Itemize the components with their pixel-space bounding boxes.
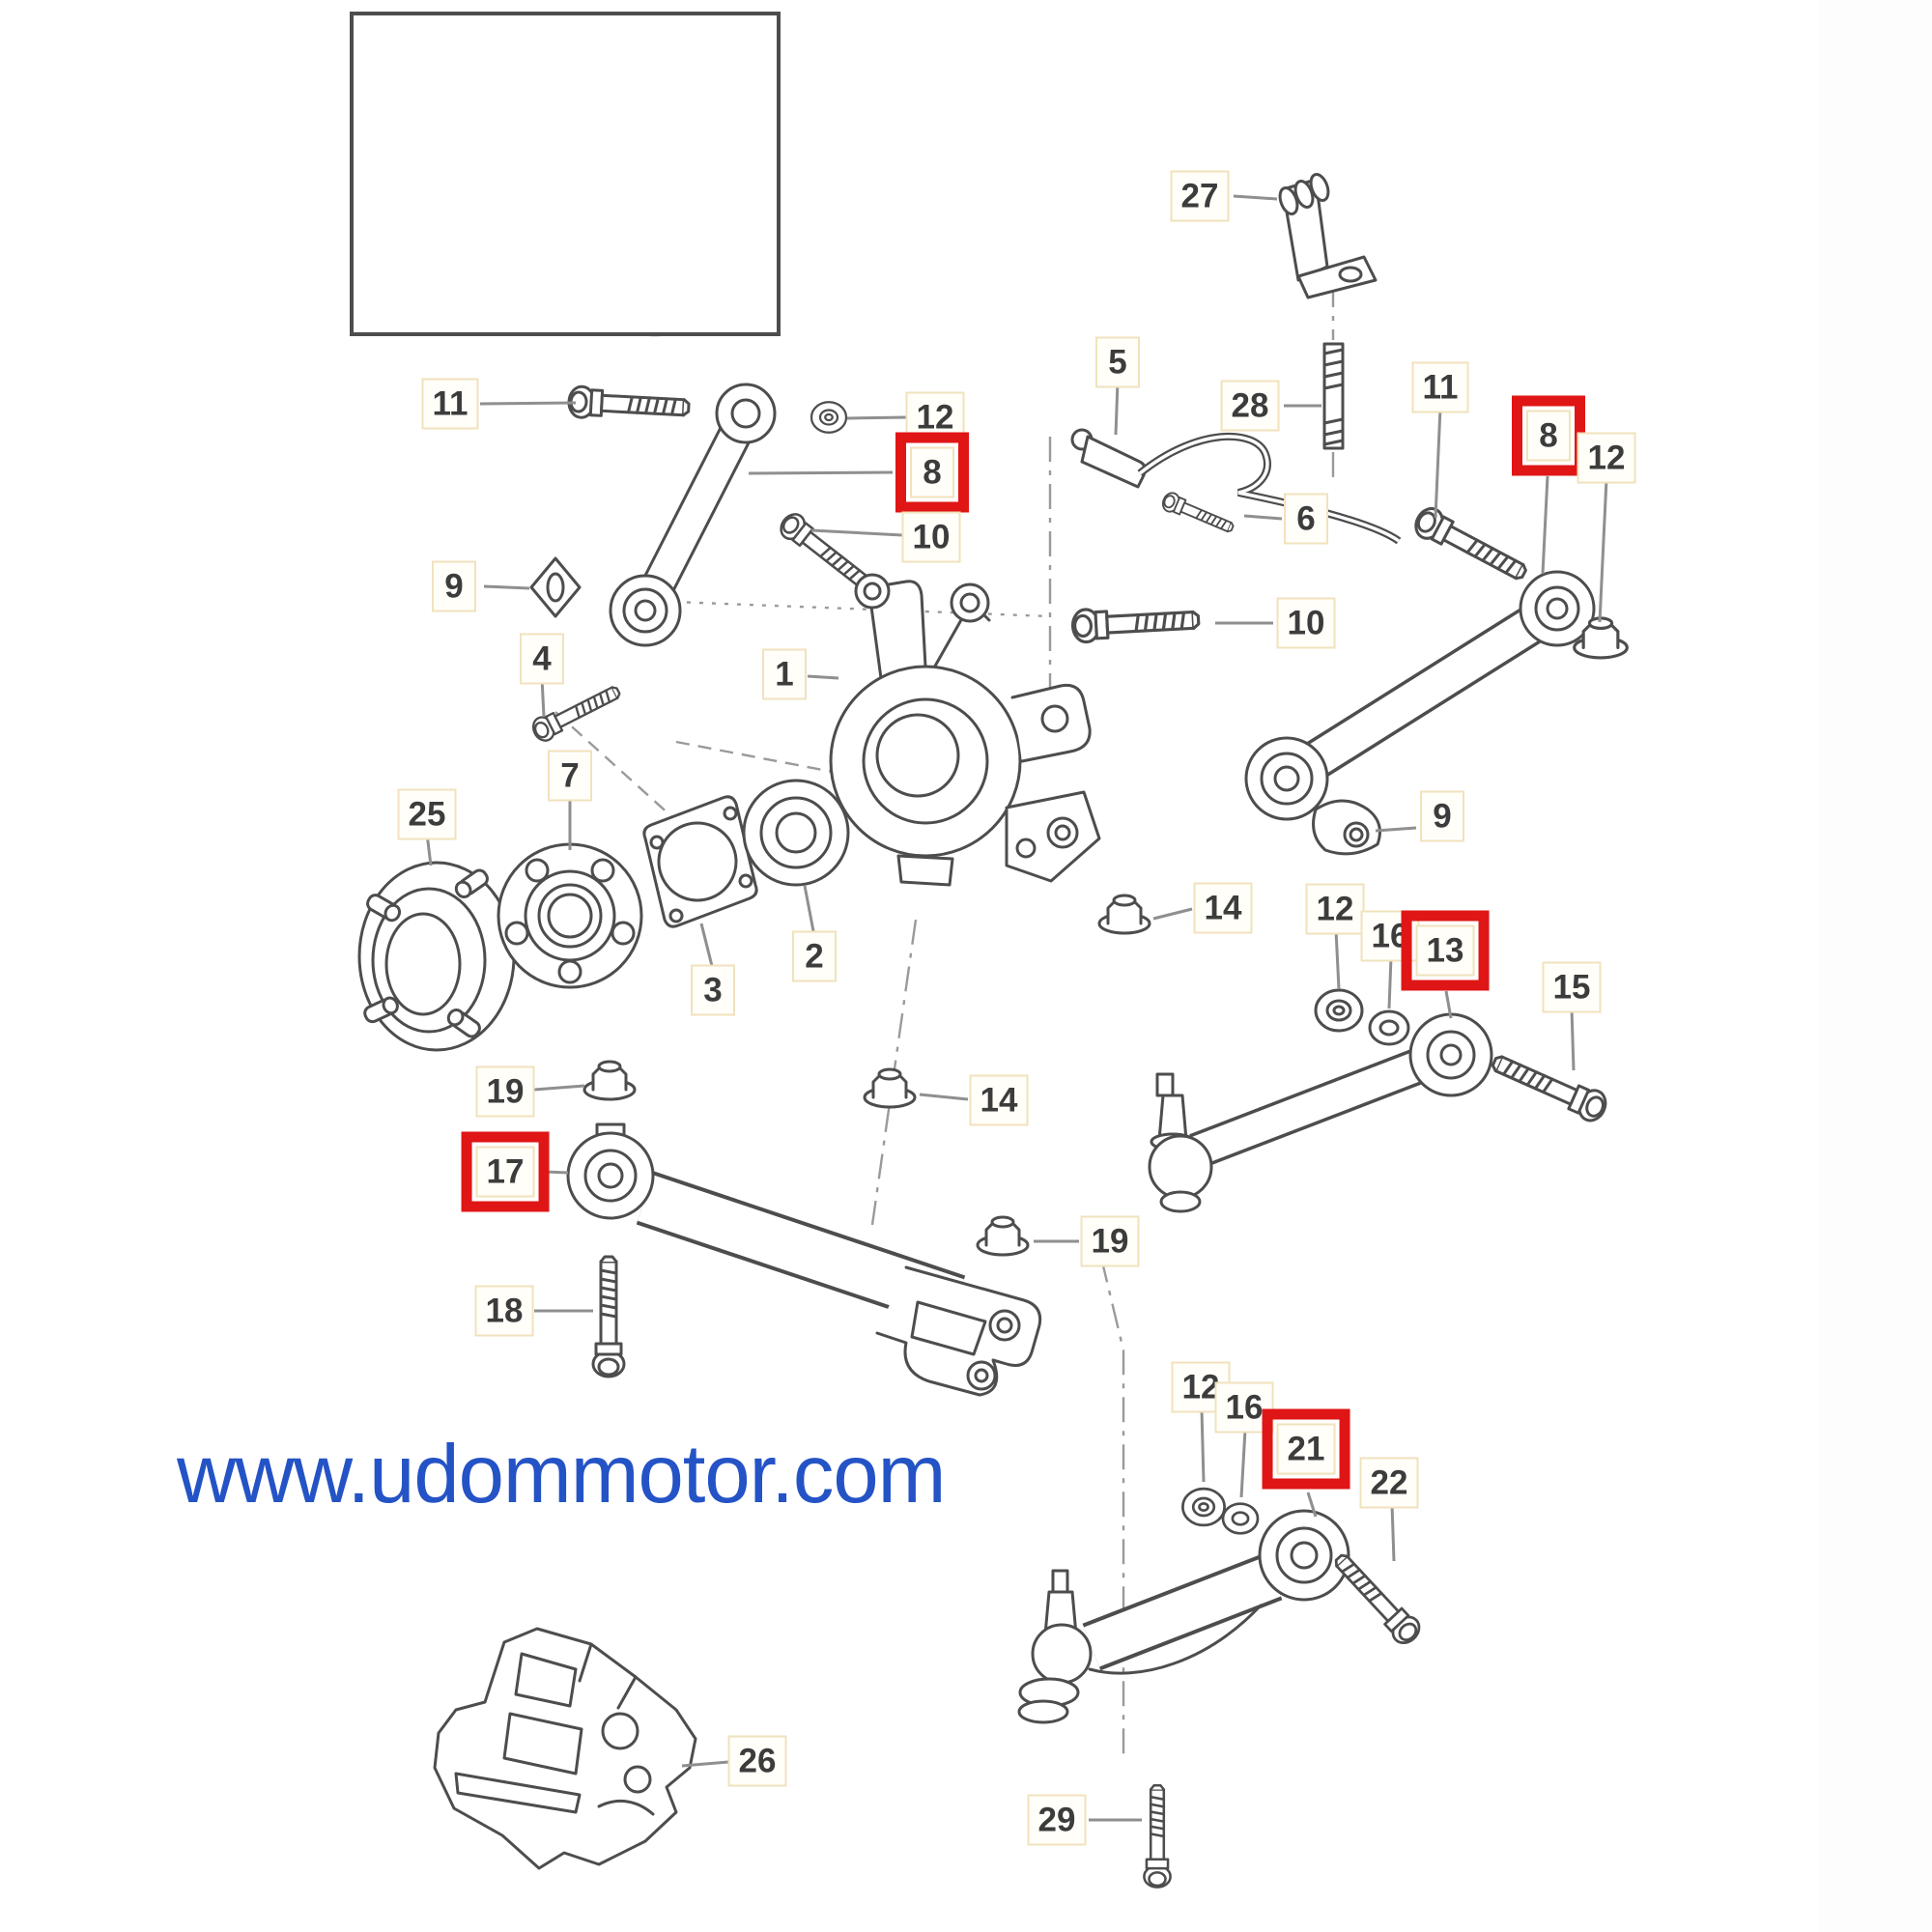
nut-12-mid xyxy=(1314,988,1364,1033)
track-rod-13 xyxy=(1148,1012,1493,1213)
leader-line xyxy=(1598,478,1608,623)
leader-line xyxy=(1434,407,1442,519)
nut-19-left xyxy=(582,1060,637,1101)
knuckle-1 xyxy=(829,573,1101,887)
bolt-10-right xyxy=(1070,602,1202,644)
construction-lines xyxy=(554,282,1335,1756)
leader-line xyxy=(1243,514,1283,521)
spacer-25 xyxy=(357,861,516,1052)
leader-lines xyxy=(425,194,1608,1822)
leader-line xyxy=(1152,907,1193,921)
leader-line xyxy=(425,833,433,867)
washer-16-bottom xyxy=(1221,1502,1260,1535)
bolt-11-left xyxy=(566,384,692,425)
bolt-22 xyxy=(1326,1547,1426,1650)
bearing-2 xyxy=(742,779,850,887)
leader-line xyxy=(1387,956,1393,1009)
leader-line xyxy=(1375,826,1417,833)
page-margin-band xyxy=(1819,0,1932,1932)
bracket-26 xyxy=(433,1627,697,1870)
bracket-27 xyxy=(1278,173,1378,299)
leader-line xyxy=(1233,194,1278,201)
watermark-text: www.udommotor.com xyxy=(177,1429,946,1520)
leader-line xyxy=(1444,990,1453,1019)
bolt-29 xyxy=(1143,1783,1172,1889)
leader-line xyxy=(1334,929,1341,990)
bolt-18 xyxy=(591,1255,626,1378)
cap-12-left xyxy=(810,401,848,434)
lower-arm-21 xyxy=(1017,1509,1350,1724)
leader-line xyxy=(479,401,577,406)
nut-14-right xyxy=(1097,894,1151,935)
upper-link-left xyxy=(609,383,777,647)
nut-14-center xyxy=(863,1067,917,1109)
hub-7 xyxy=(497,842,643,989)
nut-19-right xyxy=(976,1215,1030,1257)
leader-line xyxy=(540,677,546,718)
leader-line xyxy=(544,1170,569,1175)
stud-28 xyxy=(1322,342,1345,450)
leader-line xyxy=(807,674,839,680)
leader-line xyxy=(1239,1429,1247,1498)
leader-line xyxy=(483,584,530,590)
leader-line xyxy=(919,1093,969,1101)
upper-link-right xyxy=(1244,570,1596,821)
bushing-9-right xyxy=(1312,799,1381,856)
leader-line xyxy=(1570,1008,1576,1071)
leader-line xyxy=(1200,1408,1206,1483)
leader-line xyxy=(803,885,816,937)
leader-line xyxy=(810,528,903,537)
vehicle-thumbnail-frame xyxy=(350,12,781,336)
leader-line xyxy=(699,923,715,971)
leader-line xyxy=(681,1760,729,1768)
nut-12-bottom xyxy=(1181,1487,1226,1527)
bushing-9-left xyxy=(529,556,582,618)
sensor-5 xyxy=(1070,428,1402,545)
bolt-11-right xyxy=(1409,502,1533,589)
bolt-15 xyxy=(1486,1046,1612,1126)
leader-line xyxy=(846,415,908,420)
leader-line xyxy=(1390,1503,1396,1562)
leader-line xyxy=(748,470,894,475)
leader-line xyxy=(1306,1492,1318,1518)
leader-line xyxy=(1114,381,1120,436)
leader-line xyxy=(533,1084,585,1092)
washer-16-mid xyxy=(1368,1009,1410,1046)
leader-line xyxy=(1541,475,1549,575)
bolt-6 xyxy=(1159,489,1237,538)
fork-arm-17 xyxy=(566,1122,1042,1397)
plate-3 xyxy=(642,795,758,928)
